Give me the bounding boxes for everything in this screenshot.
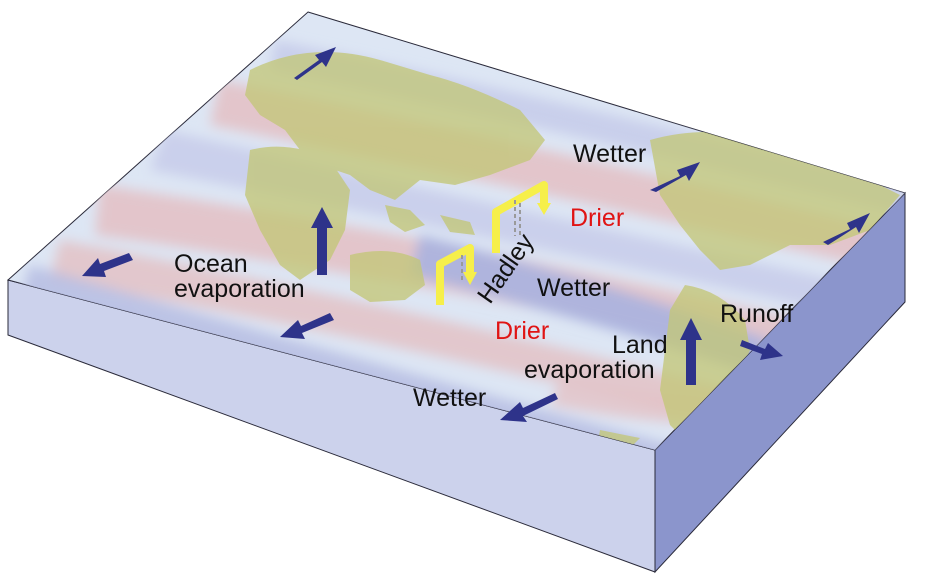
land-evaporation-label-line1: Land [612,331,668,359]
south-america-landmass [660,285,750,445]
circulation-arrow-icon [436,244,474,305]
wetter-label-top: Wetter [573,140,646,168]
circulation-arrow-icon [492,181,548,253]
arrow-icon [740,340,783,360]
arrow-icon [294,47,336,80]
runoff-label: Runoff [720,300,793,328]
drier-band-subtropic-s [50,240,750,425]
circulation-arrow-icon [463,272,477,285]
drier-label-bottom: Drier [495,317,549,345]
wetter-label-bottom: Wetter [413,384,486,412]
flow-arrows [82,47,870,422]
arrow-icon [650,162,700,192]
ocean-evaporation-label-line2: evaporation [174,275,305,303]
arrow-icon [280,313,334,339]
arrow-icon [500,393,558,422]
southeast-asia-islands [385,205,475,235]
land-evaporation-label-line2: evaporation [524,356,655,384]
circulation-arrow-icon [537,203,551,215]
hadley-cells [436,181,551,305]
arrow-icon [82,253,133,277]
arrow-icon [311,207,333,275]
arrow-icon [823,213,870,245]
ocean-evaporation-label-line1: Ocean [174,250,248,278]
drier-label-top: Drier [570,204,624,232]
arrow-icon [680,318,702,385]
wetter-label-middle: Wetter [537,274,610,302]
australia-landmass [350,251,425,302]
